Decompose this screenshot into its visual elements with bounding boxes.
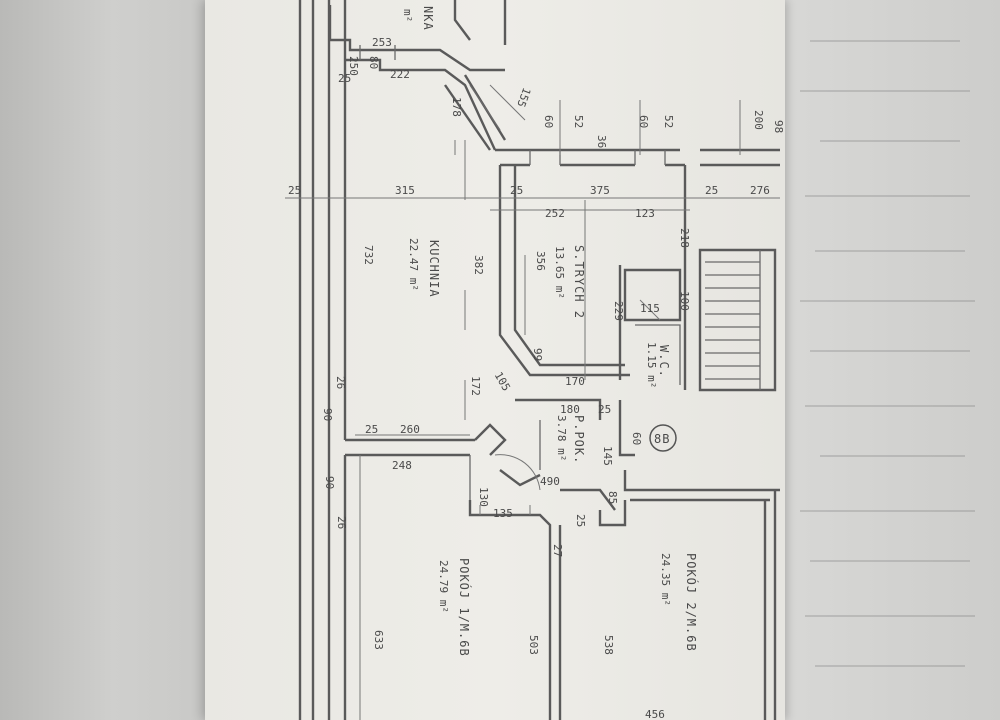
outer-walls — [298, 0, 347, 720]
bleed-through-line — [815, 250, 965, 252]
background-table-left — [0, 0, 205, 720]
dim-label: 26 — [335, 516, 348, 529]
room-area-room-1: 24.79 m² — [437, 560, 450, 613]
dim-label: 26 — [334, 376, 347, 389]
dim-label: 222 — [390, 68, 410, 81]
dim-label: 25 — [365, 423, 378, 436]
dim-label: 253 — [372, 36, 392, 49]
dim-label: 25 — [705, 184, 718, 197]
dim-label: 100 — [678, 291, 691, 311]
dim-label: 135 — [493, 507, 513, 520]
unit-badge-circle — [649, 424, 677, 452]
bleed-through-line — [820, 140, 960, 142]
dim-label: 633 — [372, 630, 385, 650]
room-name-wc: W.C. — [657, 345, 671, 378]
floor-plan-sheet: 253 222 80 250 25 178 155 60 52 36 60 52… — [205, 0, 785, 720]
bleed-through-line — [805, 195, 970, 197]
dim-label: 260 — [400, 423, 420, 436]
room-name-corridor: P.POK. — [572, 415, 586, 464]
bleed-through-line — [800, 510, 975, 512]
dim-label: 80 — [367, 56, 380, 69]
dim-label: 218 — [678, 228, 691, 248]
bleed-through-line — [810, 40, 960, 42]
dim-label: 538 — [602, 635, 615, 655]
dim-label: 25 — [598, 403, 611, 416]
dim-label: 382 — [472, 255, 485, 275]
wc-box — [618, 265, 682, 385]
dim-label: 105 — [492, 370, 513, 394]
room-area-top: m² — [401, 9, 414, 22]
dim-label: 180 — [560, 403, 580, 416]
dim-label: 229 — [612, 301, 625, 321]
dim-label: 315 — [395, 184, 415, 197]
dim-label: 25 — [510, 184, 523, 197]
bleed-through-line — [810, 350, 970, 352]
dim-label: 98 — [772, 120, 785, 133]
unit-badge-label: 8B — [654, 432, 670, 446]
dim-label: 178 — [450, 97, 463, 117]
dim-label: 155 — [514, 86, 533, 109]
room-area-kitchen: 22.47 m² — [407, 238, 420, 291]
dim-label: 145 — [601, 446, 614, 466]
bottom-room-walls — [468, 470, 780, 720]
dim-label: 130 — [477, 487, 490, 507]
room-name-stair-hall: S.TRYCH 2 — [572, 245, 586, 319]
dim-label: 85 — [606, 491, 619, 504]
dim-label: 172 — [469, 376, 482, 396]
dim-label: 25 — [338, 72, 351, 85]
bleed-through-line — [815, 665, 965, 667]
dim-label: 60 — [637, 115, 650, 128]
dim-label: 252 — [545, 207, 565, 220]
top-room-fragment — [328, 0, 507, 151]
room-name-room-1: POKÓJ 1/M.6B — [457, 558, 472, 657]
staircase — [698, 248, 777, 392]
room-area-wc: 1.15 m² — [645, 342, 658, 388]
dim-label: 732 — [362, 245, 375, 265]
dim-label: 123 — [635, 207, 655, 220]
dim-label: 25 — [574, 514, 587, 527]
dim-label: 248 — [392, 459, 412, 472]
dim-label: 115 — [640, 302, 660, 315]
bleed-through-line — [820, 455, 965, 457]
floor-plan-drawing: 253 222 80 250 25 178 155 60 52 36 60 52… — [285, 0, 785, 720]
dim-label: 60 — [542, 115, 555, 128]
diagonal-passage — [444, 74, 526, 151]
room-name-kitchen: KUCHNIA — [427, 240, 441, 298]
dimension-lines — [285, 100, 780, 720]
dim-label: 250 — [347, 56, 360, 76]
room-name-room-2: POKÓJ 2/M.6B — [684, 553, 699, 652]
dim-label: 356 — [534, 251, 547, 271]
corridor-walls — [494, 398, 635, 511]
dim-label: 90 — [321, 408, 334, 421]
bleed-through-line — [800, 300, 975, 302]
dim-label: 52 — [662, 115, 675, 128]
dim-label: 456 — [645, 708, 665, 720]
room-name-top: NKA — [421, 6, 435, 31]
bleed-through-line — [800, 90, 970, 92]
dim-label: 52 — [572, 115, 585, 128]
unit-badge: 8B — [649, 424, 677, 452]
bleed-through-line — [810, 560, 970, 562]
bleed-through-line — [805, 615, 975, 617]
dim-label: 25 — [288, 184, 301, 197]
dim-label: 99 — [531, 348, 544, 361]
dim-label: 490 — [540, 475, 560, 488]
dim-label: 170 — [565, 375, 585, 388]
dim-label: 375 — [590, 184, 610, 197]
dim-label: 90 — [323, 476, 336, 489]
room-area-corridor: 3.78 m² — [555, 415, 568, 461]
background-paper-right — [780, 0, 1000, 720]
room-area-stair-hall: 13.65 m² — [553, 246, 566, 299]
dim-label: 503 — [527, 635, 540, 655]
dim-label: 36 — [595, 135, 608, 148]
dim-label: 276 — [750, 184, 770, 197]
bleed-through-line — [805, 405, 975, 407]
kitchen-walls — [345, 423, 507, 500]
dim-label: 200 — [752, 110, 765, 130]
dim-label: 60 — [630, 432, 643, 445]
room-area-room-2: 24.35 m² — [659, 553, 672, 606]
dim-label: 27 — [551, 544, 564, 557]
